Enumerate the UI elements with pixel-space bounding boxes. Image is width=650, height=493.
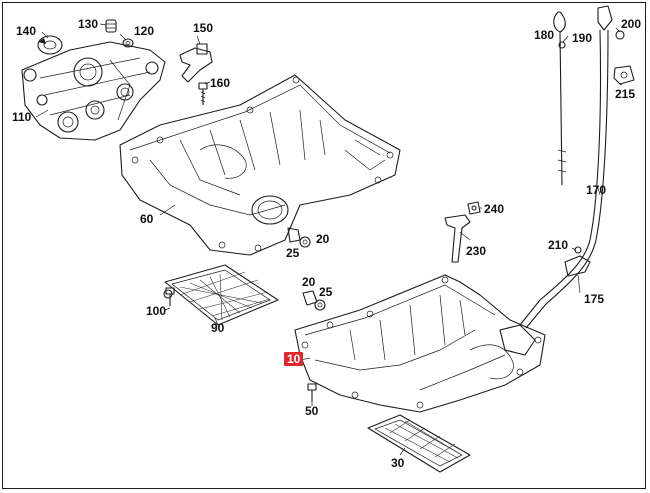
callout-200[interactable]: 200: [621, 17, 642, 31]
dipstick-part: [553, 11, 567, 186]
callout-180[interactable]: 180: [534, 28, 555, 42]
tube-clip-part: [564, 246, 591, 277]
bolt-100-part: [165, 287, 175, 306]
plug-part: [105, 19, 134, 48]
bracket-part: [444, 201, 481, 263]
callout-190[interactable]: 190: [572, 31, 593, 45]
drain-plug-upper-part: [287, 227, 311, 248]
oil-screen-part: [163, 264, 279, 326]
callout-175[interactable]: 175: [584, 292, 605, 306]
upper-oil-pan-part: [119, 74, 401, 256]
callout-25-lower[interactable]: 25: [319, 285, 333, 299]
callout-120[interactable]: 120: [134, 24, 155, 38]
diagram-frame: [2, 2, 646, 489]
callout-160[interactable]: 160: [210, 76, 231, 90]
bolt-160-part: [198, 82, 208, 105]
lower-screen-part: [367, 414, 471, 473]
callout-215[interactable]: 215: [615, 87, 636, 101]
lower-oil-pan-part: [294, 274, 546, 413]
callout-150[interactable]: 150: [193, 21, 214, 35]
callout-10-highlighted[interactable]: 10: [284, 352, 304, 366]
leader-lines: [35, 23, 623, 456]
callout-25-upper[interactable]: 25: [286, 246, 300, 260]
callout-230[interactable]: 230: [466, 244, 487, 258]
callout-140[interactable]: 140: [16, 24, 37, 38]
seal-ring-part: [37, 35, 63, 55]
callout-110[interactable]: 110: [12, 110, 32, 124]
guide-tube-top-part: [519, 5, 635, 329]
callout-90[interactable]: 90: [211, 321, 225, 335]
callout-50[interactable]: 50: [305, 404, 319, 418]
sensor-part: [179, 43, 213, 83]
callout-30[interactable]: 30: [391, 456, 405, 470]
front-cover-part: [21, 41, 166, 141]
callout-170[interactable]: 170: [586, 183, 607, 197]
callout-20-lower[interactable]: 20: [302, 275, 316, 289]
callout-210[interactable]: 210: [548, 238, 569, 252]
callout-60[interactable]: 60: [140, 212, 154, 226]
bolt-50-part: [307, 383, 317, 402]
callout-20-upper[interactable]: 20: [316, 232, 330, 246]
callout-100[interactable]: 100: [146, 304, 167, 318]
callout-130[interactable]: 130: [78, 17, 99, 31]
drain-plug-lower-part: [302, 290, 326, 311]
callout-240[interactable]: 240: [484, 202, 505, 216]
